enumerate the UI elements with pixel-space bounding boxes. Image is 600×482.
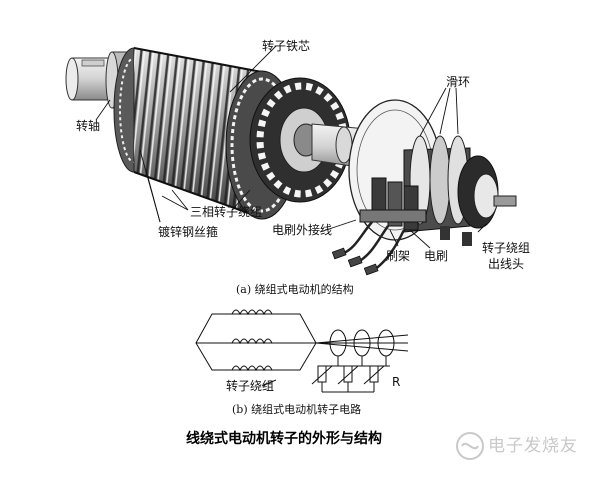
label-three-phase-winding: 三相转子绕组 <box>190 205 263 219</box>
label-winding-lead-2: 出线头 <box>488 257 525 271</box>
label-brush-lead: 电刷外接线 <box>272 223 333 237</box>
label-resistor: R <box>392 375 401 389</box>
leader-lines <box>95 45 487 249</box>
caption-a: (a) 绕组式电动机的结构 <box>236 283 354 296</box>
rotor-circuit <box>195 309 409 393</box>
label-winding-lead-1: 转子绕组 <box>482 241 531 255</box>
label-slip-rings: 滑环 <box>446 75 471 89</box>
watermark-logo <box>456 432 484 460</box>
label-shaft: 转轴 <box>76 119 101 133</box>
label-brush-holder: 刷架 <box>386 249 411 263</box>
watermark-text: 电子发烧友 <box>488 436 578 456</box>
caption-b: (b) 绕组式电动机转子电路 <box>232 403 362 416</box>
label-brush: 电刷 <box>424 249 449 263</box>
label-rotor-winding: 转子绕组 <box>226 379 275 393</box>
label-rotor-core: 转子铁芯 <box>262 39 311 53</box>
slip-ring-assembly <box>348 99 517 246</box>
label-binding-wire: 镀锌钢丝箍 <box>158 225 219 239</box>
brush-lead-tips <box>331 247 379 276</box>
figure-title: 线绕式电动机转子的外形与结构 <box>186 431 382 447</box>
